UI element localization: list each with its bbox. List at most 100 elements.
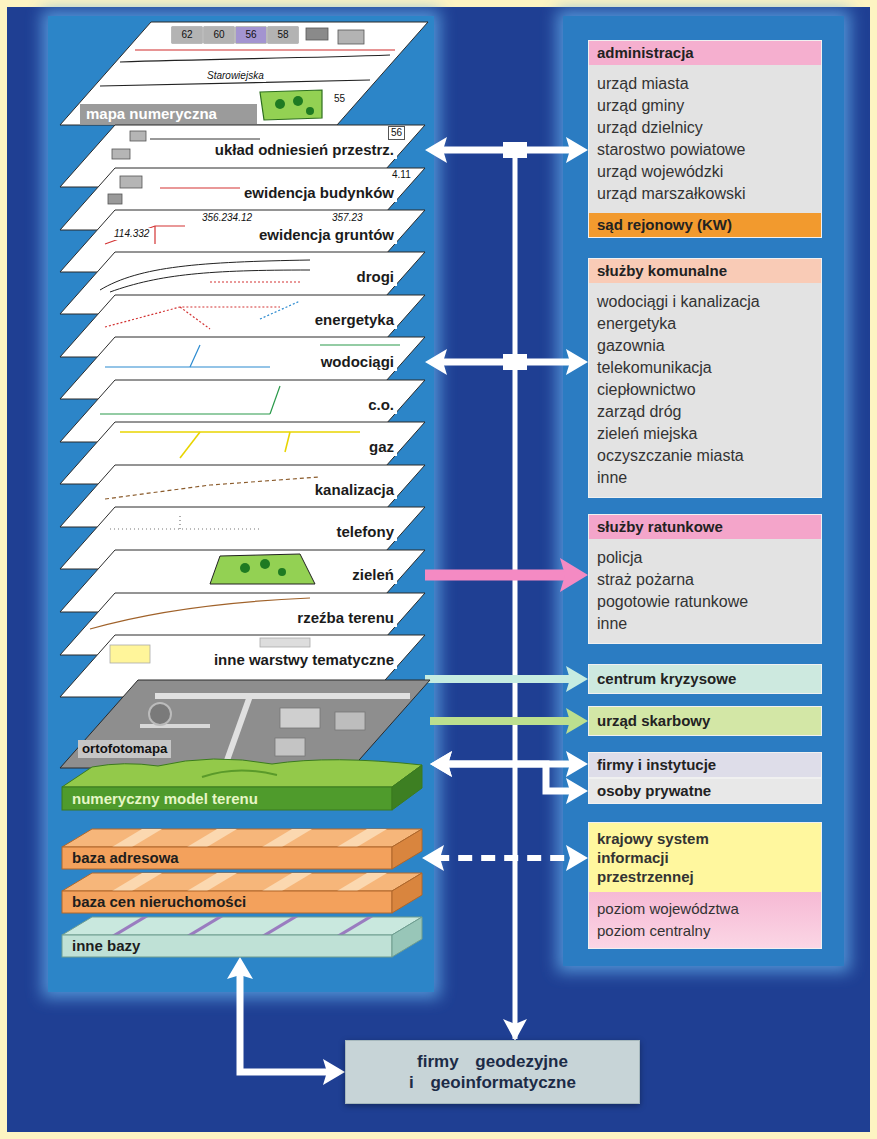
layer-detail	[154, 226, 155, 244]
layer-detail	[100, 413, 270, 414]
layer-label: inne bazy	[62, 935, 140, 957]
layer-label: telefony	[333, 523, 397, 541]
map-annotation: 60	[204, 27, 234, 43]
list-item: zarząd dróg	[589, 401, 821, 423]
recipient-box: osoby prywatne	[588, 778, 822, 804]
recipient-box: służby ratunkowepolicjastraż pożarnapogo…	[588, 514, 822, 644]
slab-front	[62, 891, 392, 913]
connector-arrow	[443, 764, 575, 791]
slab-stripe	[187, 873, 237, 891]
recipient-box: administracjaurząd miastaurząd gminyurzą…	[588, 40, 822, 238]
connector-arrow	[425, 675, 575, 683]
layer-detail	[275, 99, 285, 109]
map-annotation: 4.11	[390, 169, 413, 181]
slab-front	[62, 847, 392, 869]
layer-detail	[275, 738, 305, 756]
recipient-box: urząd skarbowy	[588, 706, 822, 736]
layer-label: mapa numeryczna	[80, 104, 257, 124]
list-item: gazownia	[589, 335, 821, 357]
layer-detail	[338, 30, 364, 44]
layer-detail	[278, 568, 286, 576]
box-heading: krajowy system informacji przestrzennej	[589, 823, 755, 892]
list-item: poziom województwa	[589, 892, 821, 920]
layer-label: gaz	[366, 438, 397, 456]
map-annotation-holder: 55	[332, 93, 347, 105]
box-heading: administracja	[589, 41, 821, 65]
layer-detail	[110, 270, 310, 292]
court-band: sąd rejonowy (KW)	[589, 213, 821, 237]
box-label: centrum kryzysowe	[589, 665, 821, 693]
layer-label: drogi	[354, 268, 398, 286]
slab-stripe	[187, 917, 223, 935]
terrain-surface	[62, 759, 422, 787]
slab-side	[392, 917, 422, 957]
database-slab: baza cen nieruchomości	[62, 873, 422, 913]
layer-label: ortofotomapa	[78, 740, 171, 758]
box-heading: służby ratunkowe	[589, 515, 821, 539]
slab-stripe	[337, 917, 373, 935]
layer-detail	[172, 27, 202, 43]
slab-front	[62, 935, 392, 957]
terrain-contour	[202, 770, 277, 777]
connector-arrow	[438, 359, 575, 366]
slab-top	[62, 873, 422, 891]
orthophoto-layer: ortofotomapa	[60, 680, 430, 768]
layer-label: ewidencja budynków	[241, 184, 397, 202]
map-annotation: 58	[268, 27, 298, 43]
layer-detail	[320, 344, 400, 345]
map-annotation: 56	[236, 27, 266, 43]
layer-label: baza adresowa	[62, 847, 179, 869]
layer-detail	[180, 432, 200, 458]
map-annotation: 356.234.12	[200, 212, 254, 224]
layer-label: ewidencja gruntów	[256, 226, 397, 244]
slab-stripe	[262, 873, 312, 891]
list-item: urząd gminy	[589, 95, 821, 117]
map-annotation: 357.23	[330, 212, 365, 224]
connector-arrow	[425, 570, 571, 581]
layer-detail	[108, 194, 122, 204]
slab-top	[62, 829, 422, 847]
layer-detail	[135, 49, 395, 50]
map-annotation: 55	[332, 93, 347, 105]
box-label: firmy geodezyjne i geoinformatyczne	[408, 1041, 578, 1103]
slab-side	[392, 765, 422, 810]
box-label: firmy i instytucje	[589, 753, 821, 777]
layer-detail	[260, 90, 322, 120]
layer-detail	[120, 176, 142, 188]
connector-arrow	[430, 717, 575, 725]
list-item: ciepłownictwo	[589, 379, 821, 401]
layer-detail	[110, 528, 260, 529]
layer-label: wodociągi	[318, 353, 397, 371]
slab-stripe	[112, 829, 162, 847]
layer-detail	[260, 638, 310, 647]
layer-detail	[105, 366, 270, 367]
recipient-box: firmy i instytucje	[588, 752, 822, 778]
slab-stripe	[262, 917, 298, 935]
map-annotation-holder: 62	[172, 27, 202, 43]
layer-label: c.o.	[365, 396, 397, 414]
slab-stripe	[337, 873, 387, 891]
layer-detail	[293, 96, 303, 106]
layers-panel	[48, 16, 434, 992]
layer-label: układ odniesień przestrz.	[212, 141, 397, 159]
layer-detail	[105, 226, 185, 244]
map-annotation: 114.332	[112, 228, 151, 240]
list-item: pogotowie ratunkowe	[589, 591, 821, 613]
layer-detail	[120, 431, 360, 433]
box-label: osoby prywatne	[589, 779, 821, 803]
layer-detail	[306, 107, 314, 115]
list-item: inne	[589, 613, 821, 643]
list-item: inne	[589, 467, 821, 497]
layer-detail	[285, 432, 290, 452]
slab-side	[392, 829, 422, 869]
list-item: oczyszczanie miasta	[589, 445, 821, 467]
slab-side	[392, 873, 422, 913]
level-box: poziom województwapoziom centralny	[589, 892, 821, 948]
list-item: telekomunikacja	[589, 357, 821, 379]
slab-top	[62, 917, 422, 935]
list-item: zieleń miejska	[589, 423, 821, 445]
database-slab: inne bazy	[62, 917, 422, 957]
layer-detail	[335, 712, 365, 730]
box-heading: służby komunalne	[589, 259, 821, 283]
